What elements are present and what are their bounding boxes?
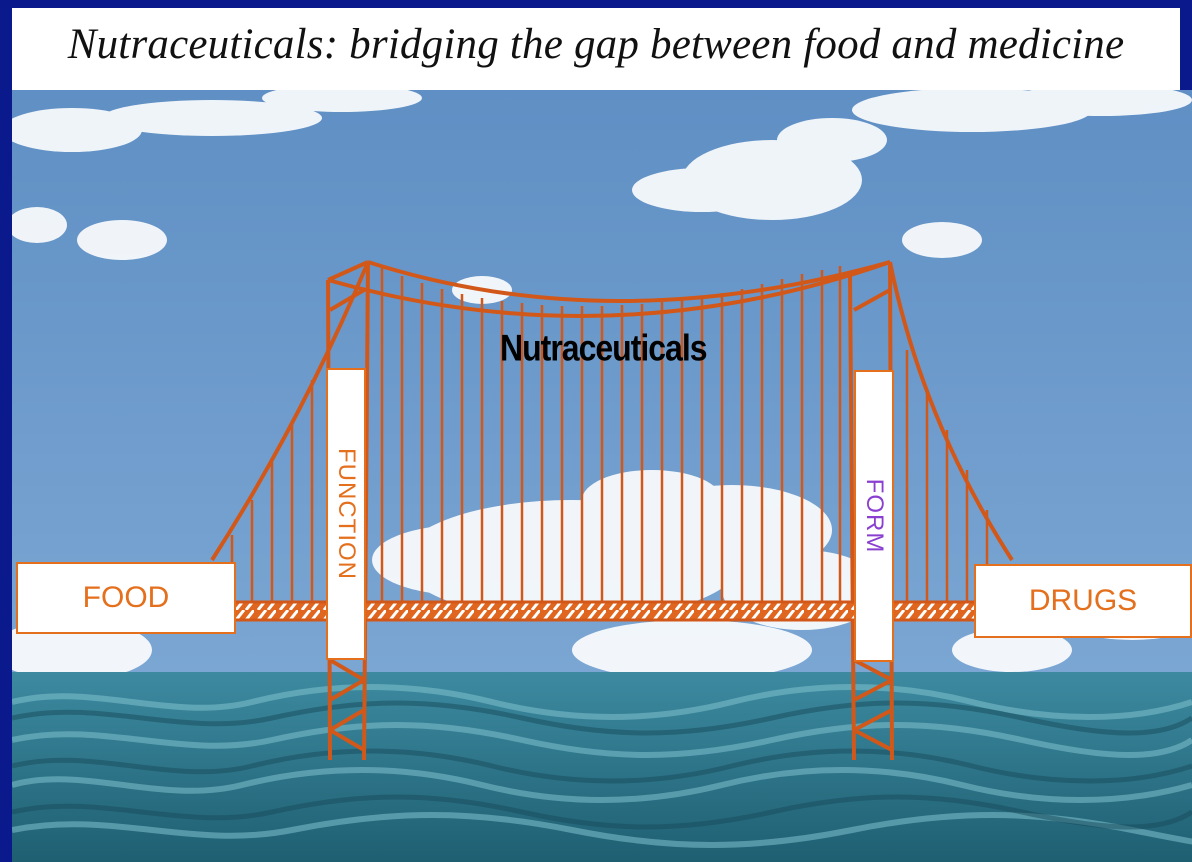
bridge-illustration	[12, 90, 1192, 862]
page-title: Nutraceuticals: bridging the gap between…	[12, 20, 1180, 69]
form-label: FORM	[860, 479, 888, 554]
function-pillar: FUNCTION	[326, 368, 366, 660]
form-pillar: FORM	[854, 370, 894, 662]
nutraceuticals-label: Nutraceuticals	[500, 327, 707, 370]
food-label: FOOD	[16, 562, 236, 634]
function-label: FUNCTION	[332, 448, 360, 580]
bridge-scene: FOOD DRUGS FUNCTION FORM Nutraceuticals	[12, 90, 1192, 862]
drugs-label: DRUGS	[974, 564, 1192, 638]
title-band: Nutraceuticals: bridging the gap between…	[12, 8, 1180, 90]
